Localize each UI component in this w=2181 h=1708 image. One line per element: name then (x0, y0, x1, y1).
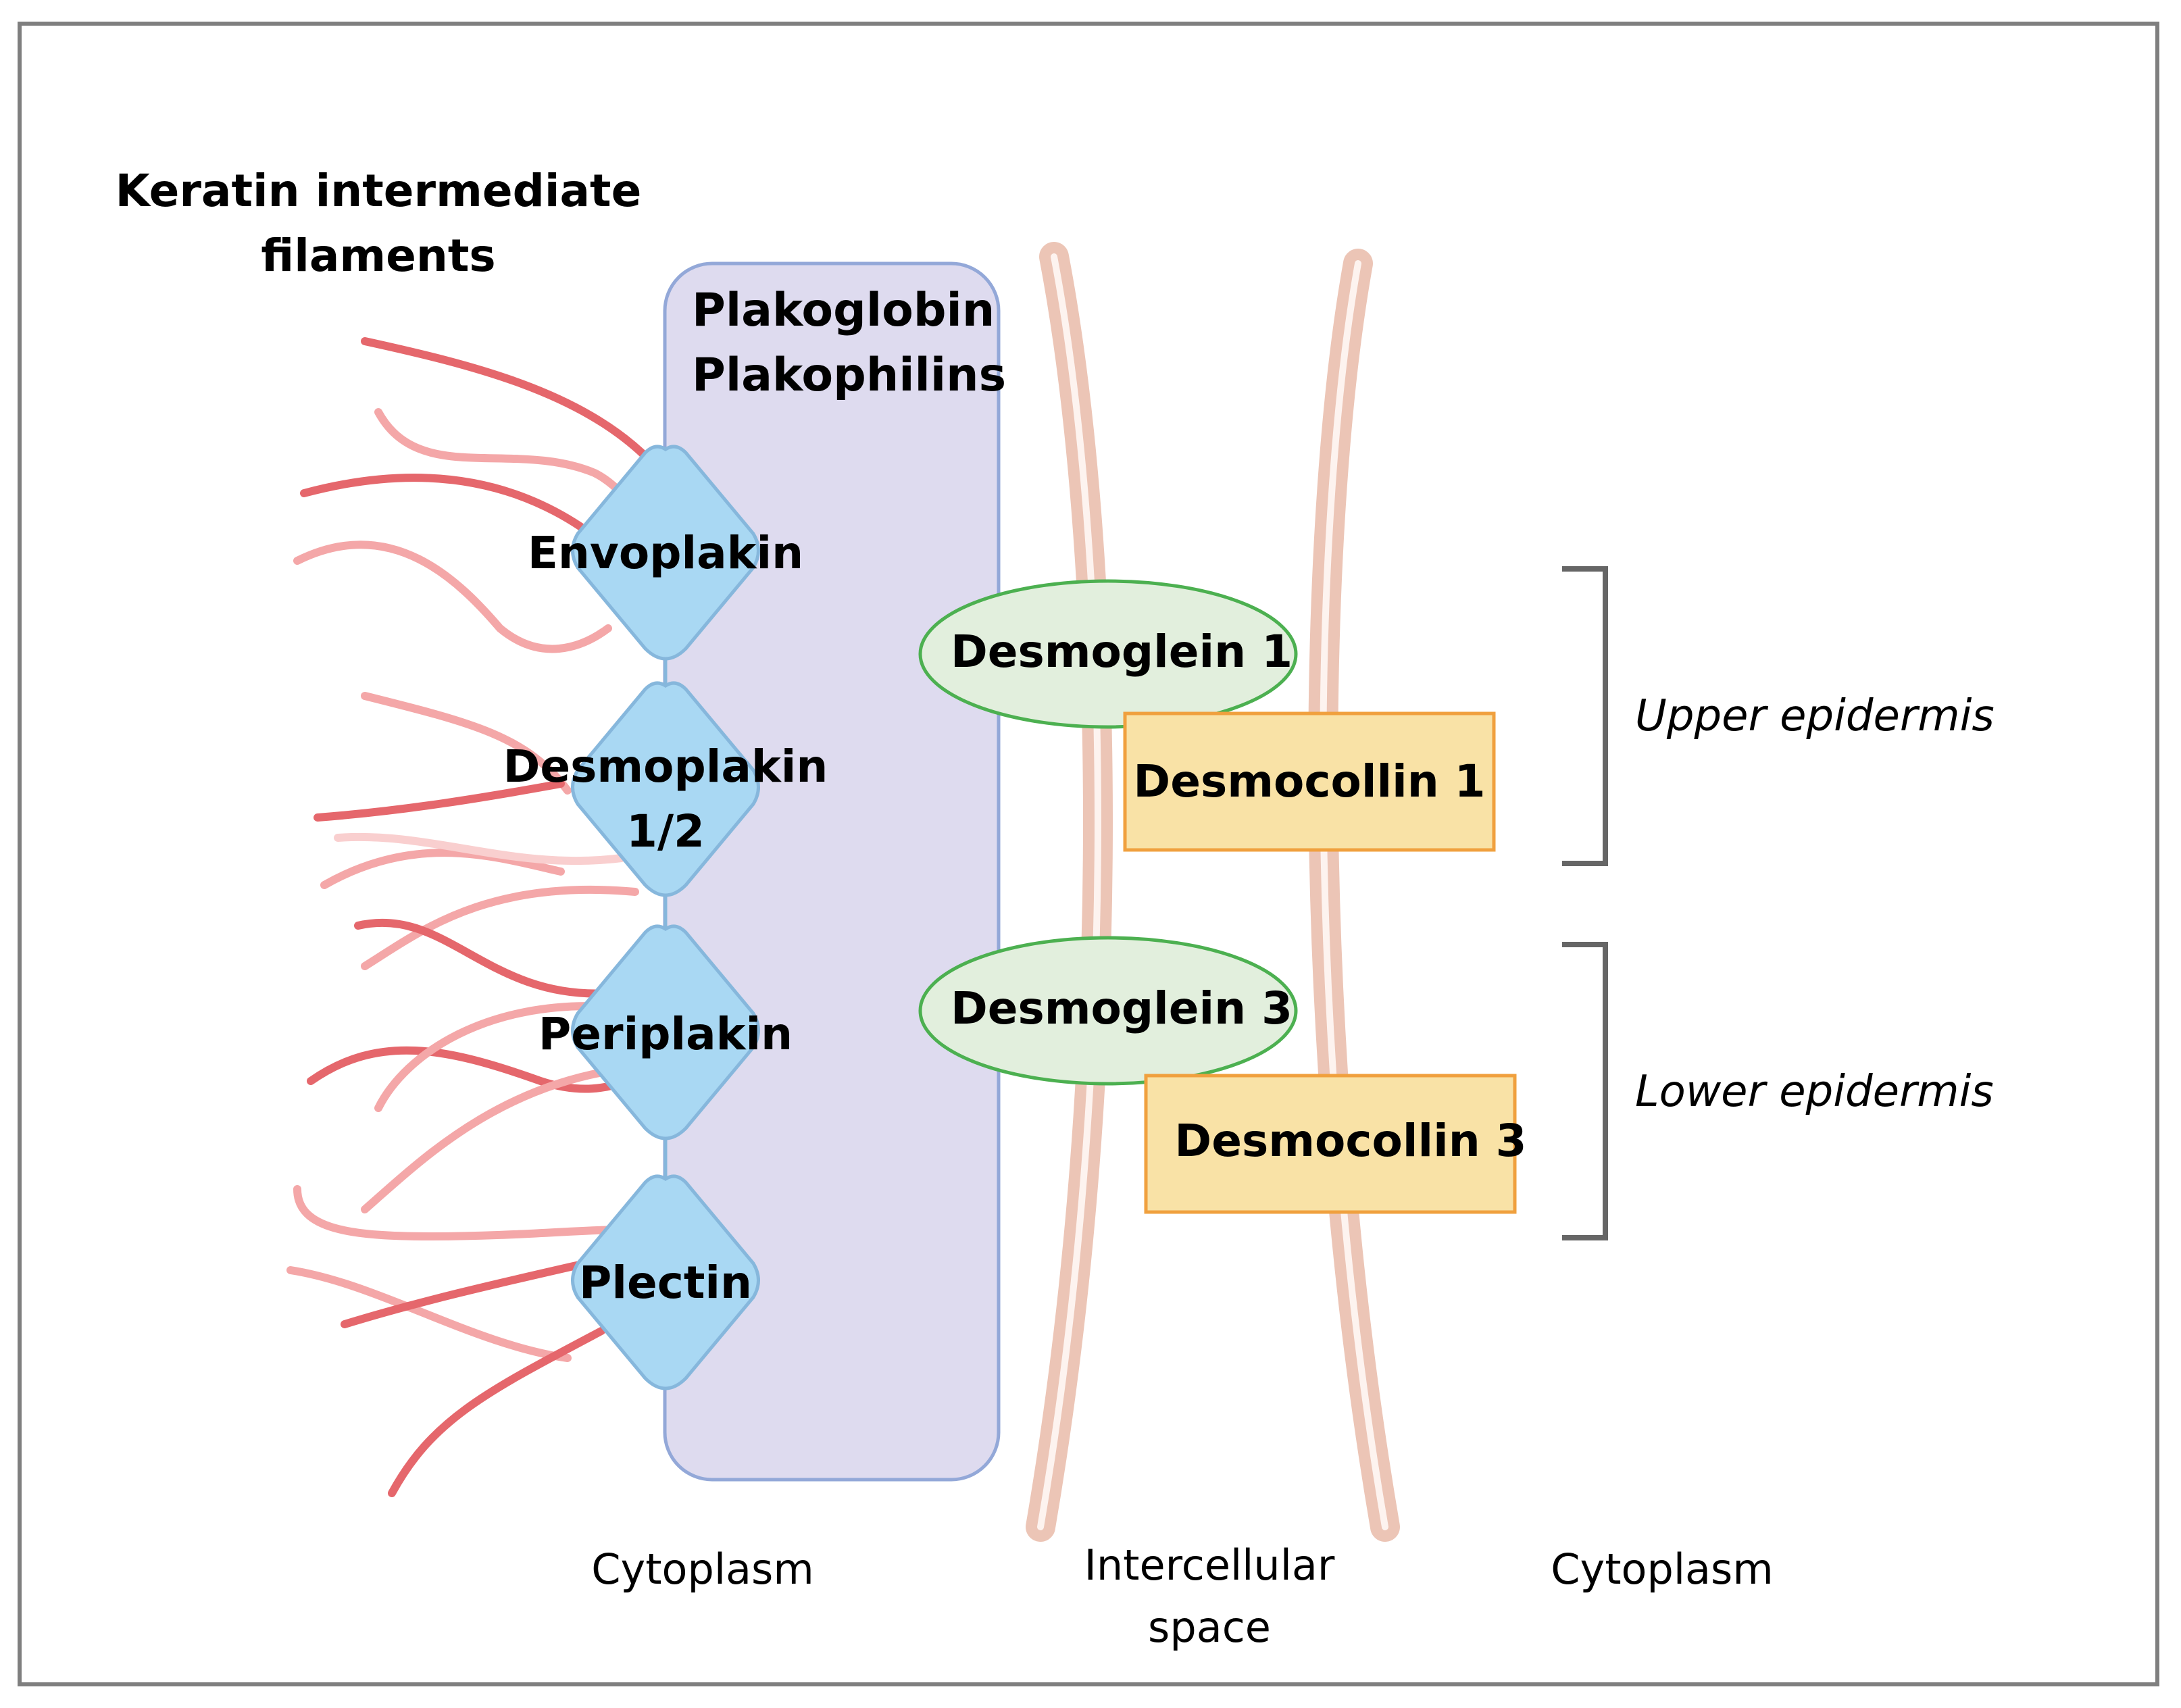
intercellular-space-label: Intercellular space (1041, 1544, 1378, 1649)
envoplakin-label: Envoplakin (527, 527, 804, 579)
keratin-filament (320, 849, 565, 889)
desmoglein-1-shape (918, 579, 1298, 729)
desmoglein-3-shape (918, 936, 1298, 1086)
diagram-title: Keratin intermediate filaments (115, 169, 642, 278)
desmocollin-1-label: Desmocollin 1 (1133, 755, 1486, 807)
title-line: filaments (261, 230, 496, 282)
desmocollin-3-label: Desmocollin 3 (1174, 1115, 1527, 1167)
keratin-filament (307, 1046, 632, 1093)
lower-epidermis-label: Lower epidermis (1635, 1067, 1994, 1117)
periplakin-label: Periplakin (538, 1008, 793, 1060)
title-line: Keratin intermediate (115, 165, 642, 217)
keratin-filament (388, 1327, 605, 1497)
intercellular-label-line: space (1148, 1603, 1271, 1652)
desmoplakin-label-line: Desmoplakin (503, 740, 828, 793)
desmoplakin-shape (571, 681, 760, 897)
membrane-left-core (1037, 253, 1101, 1530)
envoplakin-shape (571, 445, 760, 661)
lower-bracket (1562, 942, 1608, 1240)
upper-bracket (1562, 566, 1608, 866)
desmoplakin-label-line: 1/2 (626, 805, 705, 857)
right-cytoplasm-label: Cytoplasm (1551, 1544, 1774, 1594)
keratin-filament (361, 1063, 639, 1213)
cell-membranes (1026, 242, 1400, 1542)
keratin-filaments (286, 337, 653, 1497)
keratin-filament (314, 780, 565, 822)
keratin-filament (361, 885, 639, 970)
keratin-filament (286, 1266, 572, 1362)
plectin-shape (571, 1174, 760, 1390)
intercellular-label-line: Intercellular (1084, 1540, 1335, 1590)
plakophilins-label: Plakophilins (692, 349, 1007, 402)
desmocollin-1-shape (1123, 711, 1496, 852)
desmoglein-1-label: Desmoglein 1 (950, 626, 1293, 678)
keratin-filament (361, 337, 653, 463)
periplakin-shape (571, 924, 760, 1140)
desmoglein-3-label: Desmoglein 3 (950, 982, 1293, 1034)
desmoplakin-label: Desmoplakin 1/2 (500, 745, 831, 854)
keratin-filament (293, 541, 612, 653)
keratin-filament (300, 474, 585, 531)
keratin-filament (354, 918, 612, 998)
plakin-shapes (571, 445, 760, 1390)
left-cytoplasm-label: Cytoplasm (591, 1544, 814, 1594)
keratin-filament (334, 832, 626, 865)
keratin-filament (361, 692, 572, 795)
desmocollin-3-shape (1144, 1074, 1517, 1214)
plaque-label: Plakoglobin Plakophilins (692, 288, 1006, 399)
upper-epidermis-label: Upper epidermis (1635, 691, 1995, 741)
plakoglobin-label: Plakoglobin (692, 284, 995, 337)
keratin-filament (293, 1185, 626, 1241)
plectin-label: Plectin (578, 1257, 753, 1309)
keratin-filament (374, 1002, 612, 1112)
